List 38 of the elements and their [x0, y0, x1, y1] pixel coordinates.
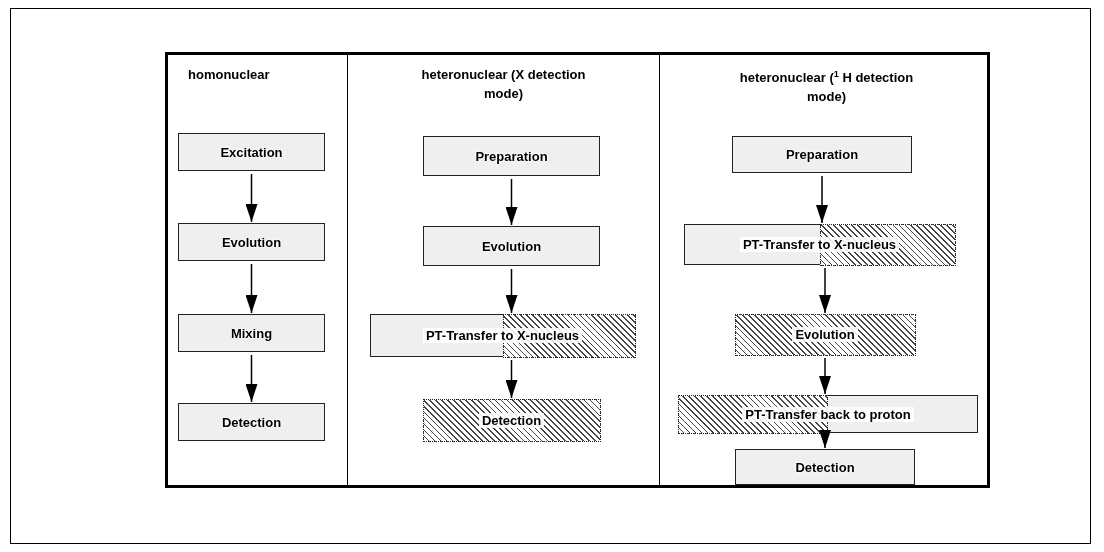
column-heading: homonuclear	[188, 66, 271, 84]
arrow	[819, 430, 831, 449]
partly-hatched-step-box	[678, 395, 978, 433]
column-heading: heteronuclear ($^{1}$ H detection mode)	[738, 68, 915, 107]
arrow	[819, 267, 831, 314]
step-label: Preparation	[474, 148, 549, 164]
step-label: PT-Transfer to X-nucleus	[739, 237, 900, 252]
arrow	[505, 178, 518, 226]
partly-hatched-step-box	[684, 224, 955, 265]
partly-hatched-step-box	[370, 314, 635, 357]
step-label: PT-Transfer to X-nucleus	[422, 328, 583, 343]
step-label: Detection	[220, 414, 283, 430]
arrow	[819, 357, 831, 395]
hatched-step-box	[423, 399, 600, 441]
arrow	[245, 354, 258, 403]
arrow	[245, 173, 258, 223]
step-box	[735, 449, 915, 485]
step-box	[423, 226, 600, 266]
hatched-step-box	[735, 314, 915, 355]
arrow	[245, 263, 258, 314]
column-heading: heteronuclear (X detection mode)	[420, 66, 587, 103]
arrow	[505, 359, 518, 399]
step-box	[732, 136, 912, 173]
step-box	[423, 136, 600, 176]
arrow	[816, 175, 828, 224]
step-box	[178, 314, 325, 352]
step-box	[178, 133, 325, 171]
step-label: Mixing	[229, 325, 274, 341]
step-label: PT-Transfer back to proton	[742, 406, 914, 422]
step-label: Evolution	[792, 327, 858, 342]
step-label: Excitation	[219, 144, 284, 160]
step-box	[178, 223, 325, 261]
arrow	[505, 268, 518, 314]
step-box	[178, 403, 325, 441]
step-label: Evolution	[480, 238, 543, 254]
step-label: Detection	[794, 459, 856, 475]
step-label: Preparation	[784, 147, 860, 162]
step-label: Evolution	[220, 234, 283, 250]
